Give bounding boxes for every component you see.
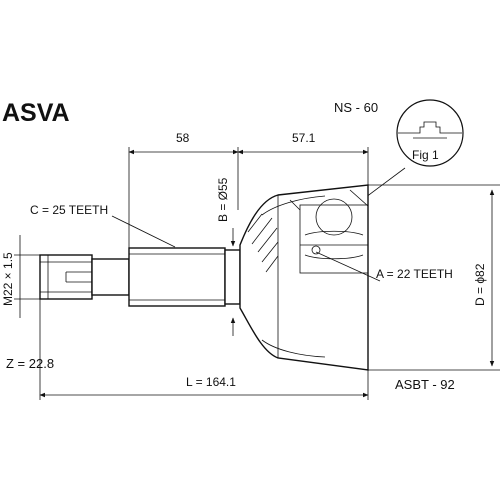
catalog-code: ASBT - 92 [395, 377, 455, 392]
dim-teeth-c: C = 25 TEETH [30, 203, 108, 217]
figure-label: Fig 1 [412, 148, 439, 162]
figure-inset: Fig 1 [396, 99, 464, 167]
dim-thread: M22 × 1.5 [1, 252, 15, 306]
teeth-a-leader [315, 251, 381, 282]
brand-logo: ASVA [2, 99, 70, 127]
dim-diameter-d: D = ϕ82 [473, 263, 487, 306]
dim-diameter-b: B = Ø55 [216, 177, 230, 222]
top-dimensions [128, 147, 369, 250]
dim-teeth-a: A = 22 TEETH [376, 267, 453, 281]
dim-total-length: L = 164.1 [186, 375, 236, 389]
teeth-c-leader [111, 215, 176, 248]
dim-head-length: 57.1 [292, 131, 316, 145]
dim-shaft-length: 58 [176, 131, 190, 145]
shaft [39, 247, 241, 307]
part-number: NS - 60 [334, 100, 378, 115]
dim-z: Z = 22.8 [6, 356, 54, 371]
joint-housing [239, 184, 369, 371]
